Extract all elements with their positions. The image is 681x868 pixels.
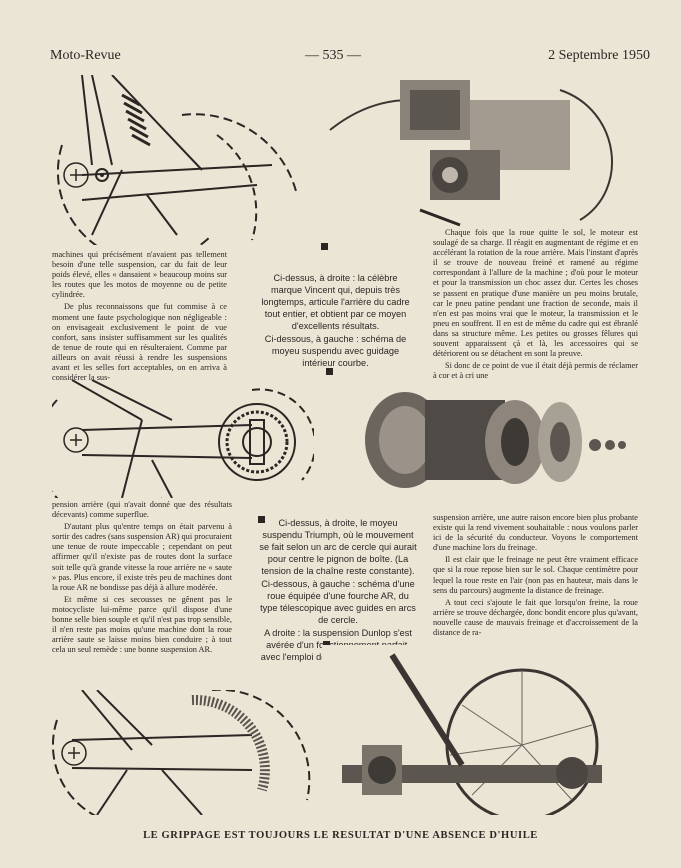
page-footer: LE GRIPPAGE EST TOUJOURS LE RESULTAT D'U… [143, 830, 538, 841]
publication-title: Moto-Revue [50, 48, 121, 63]
separator-square [323, 641, 330, 648]
paragraph: A tout ceci s'ajoute le fait que lorsqu'… [433, 597, 638, 638]
diagram-hub-curved-guide [52, 380, 314, 498]
paragraph: Chaque fois que la roue quitte le sol, l… [433, 228, 638, 359]
separator-square [326, 368, 333, 375]
separator-square [321, 243, 328, 250]
photo-triumph-hub [325, 390, 635, 495]
caption-text: Ci-dessus, à droite : la célèbre marque … [261, 273, 410, 331]
caption-text: Ci-dessous, à gauche : schéma de moyeu s… [264, 334, 407, 368]
paragraph: suspension arrière, une autre raison enc… [433, 513, 638, 553]
left-column-block-2: pension arrière (qui n'avait donné que d… [52, 500, 232, 690]
page-header: Moto-Revue — 535 — 2 Septembre 1950 [50, 48, 650, 68]
caption-text: Ci-dessous, à gauche : schéma d'une roue… [260, 579, 416, 625]
paragraph: Il est clair que le freinage ne peut êtr… [433, 555, 638, 595]
caption-text: Ci-dessus, à droite, le moyeu suspendu T… [259, 518, 417, 576]
right-column-block-1: Chaque fois que la roue quitte le sol, l… [433, 228, 638, 381]
diagram-telescopic-fork [52, 690, 312, 815]
left-column-block-1: machines qui précisément n'avaient pas t… [52, 250, 227, 382]
photo-vincent-rear [320, 70, 638, 230]
issue-date: 2 Septembre 1950 [548, 48, 650, 63]
paragraph: Et même si ces secousses ne gênent pas l… [52, 594, 232, 655]
photo-dunlop-suspension [322, 645, 637, 815]
separator-square [258, 516, 265, 523]
paragraph: De plus reconnaissons que fut commise à … [52, 302, 227, 383]
paragraph: machines qui précisément n'avaient pas t… [52, 250, 227, 300]
paragraph: Si donc de ce point de vue il était déjà… [433, 361, 638, 381]
caption-triumph-dunlop: Ci-dessus, à droite, le moyeu suspendu T… [258, 517, 418, 662]
diagram-swing-arm [52, 75, 314, 245]
caption-vincent: Ci-dessus, à droite : la célèbre marque … [258, 272, 413, 368]
paragraph: D'autant plus qu'entre temps on était pa… [52, 522, 232, 592]
right-column-block-2: suspension arrière, une autre raison enc… [433, 513, 638, 638]
paragraph: pension arrière (qui n'avait donné que d… [52, 500, 232, 520]
page-number: — 535 — [305, 48, 361, 63]
